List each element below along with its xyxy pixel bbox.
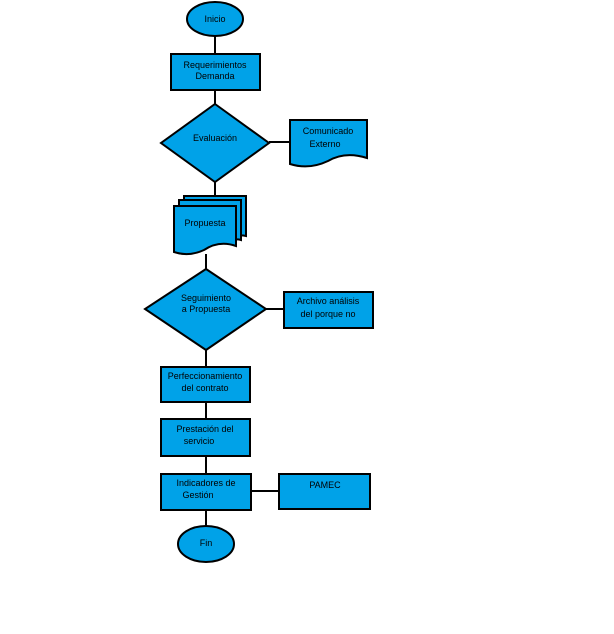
inicio-label: Inicio — [204, 14, 225, 24]
comunicado-label-line2: Externo — [309, 139, 340, 149]
fin-label: Fin — [200, 538, 213, 548]
requerimientos-label-line2: Demanda — [195, 71, 234, 81]
node-evaluacion: Evaluación — [159, 102, 271, 184]
process-shape — [160, 418, 251, 457]
comunicado-label-line1: Comunicado — [303, 126, 354, 136]
archivo-label-line2: del porque no — [300, 309, 355, 319]
requerimientos-label-line1: Requerimientos — [183, 60, 247, 70]
indicadores-label-line1: Indicadores de — [176, 478, 235, 488]
node-pamec: PAMEC — [278, 473, 371, 510]
node-inicio: Inicio — [186, 1, 244, 37]
seguimiento-label-line2: a Propuesta — [182, 304, 231, 314]
process-shape — [278, 473, 371, 510]
indicadores-label-line2: Gestión — [182, 490, 213, 500]
terminal-start-shape — [186, 1, 244, 37]
node-perfeccionamiento: Perfeccionamiento del contrato — [160, 366, 251, 403]
prestacion-label-line2: servicio — [184, 436, 215, 446]
connectors — [205, 36, 290, 526]
process-shape — [170, 53, 261, 91]
process-shape — [160, 366, 251, 403]
seguimiento-label-line1: Seguimiento — [181, 293, 231, 303]
archivo-label-line1: Archivo análisis — [297, 296, 360, 306]
process-shape — [283, 291, 374, 329]
evaluacion-label: Evaluación — [193, 133, 237, 143]
node-propuesta: Propuesta — [173, 195, 247, 256]
decision-shape — [159, 102, 271, 184]
node-indicadores: Indicadores de Gestión — [160, 473, 252, 511]
prestacion-label-line1: Prestación del — [176, 424, 233, 434]
perfeccionamiento-label-line2: del contrato — [181, 383, 228, 393]
node-prestacion: Prestación del servicio — [160, 418, 251, 457]
node-comunicado: Comunicado Externo — [289, 119, 368, 168]
terminal-end-shape — [177, 525, 235, 563]
node-seguimiento: Seguimiento a Propuesta — [143, 267, 268, 352]
node-fin: Fin — [177, 525, 235, 563]
node-requerimientos: Requerimientos Demanda — [170, 53, 261, 91]
process-shape — [160, 473, 252, 511]
pamec-label: PAMEC — [309, 480, 341, 490]
perfeccionamiento-label-line1: Perfeccionamiento — [168, 371, 243, 381]
propuesta-label: Propuesta — [184, 218, 225, 228]
document-shape — [289, 119, 368, 168]
multidocument-front-shape — [173, 205, 237, 256]
node-archivo: Archivo análisis del porque no — [283, 291, 374, 329]
decision-shape — [143, 267, 268, 352]
